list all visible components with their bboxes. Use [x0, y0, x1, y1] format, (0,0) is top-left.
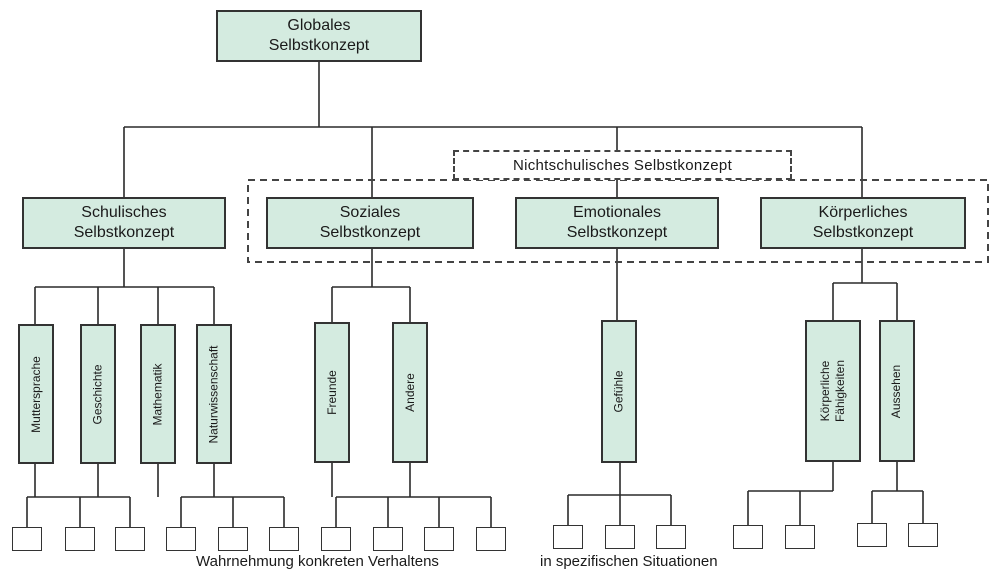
subdomain-mathematik: Mathematik — [140, 324, 176, 464]
behavior-box — [857, 523, 887, 547]
footer-caption-right: in spezifischen Situationen — [540, 553, 718, 570]
subdomain-aussehen: Aussehen — [879, 320, 915, 462]
subdomain-koerperliche-faehigkeiten-line2: Fähigkeiten — [833, 359, 848, 423]
subdomain-gefuehle-label: Gefühle — [611, 370, 626, 413]
behavior-box — [656, 525, 686, 549]
subdomain-andere: Andere — [392, 322, 428, 463]
branch-emotional-line1: Emotionales — [572, 204, 662, 221]
root-line2: Selbstkonzept — [268, 37, 370, 54]
nonacademic-label: Nichtschulisches Selbstkonzept — [453, 150, 792, 180]
subdomain-koerperliche-faehigkeiten: Körperliche Fähigkeiten — [805, 320, 861, 462]
subdomain-koerperliche-faehigkeiten-label: Körperliche Fähigkeiten — [818, 360, 848, 422]
nonacademic-frame — [247, 179, 989, 263]
behavior-box — [166, 527, 196, 551]
branch-sozial-line2: Selbstkonzept — [319, 224, 421, 241]
subdomain-muttersprache: Muttersprache — [18, 324, 54, 464]
subdomain-freunde-label: Freunde — [324, 370, 339, 415]
branch-koerperlich-line2: Selbstkonzept — [812, 224, 914, 241]
behavior-box — [424, 527, 454, 551]
subdomain-muttersprache-label: Muttersprache — [28, 355, 43, 433]
subdomain-mathematik-label: Mathematik — [150, 362, 165, 426]
branch-schulisch-line2: Selbstkonzept — [73, 224, 175, 241]
behavior-box — [553, 525, 583, 549]
footer-caption-left: Wahrnehmung konkreten Verhaltens — [196, 553, 439, 570]
branch-sozial-line1: Soziales — [339, 204, 401, 221]
behavior-box — [373, 527, 403, 551]
behavior-box — [605, 525, 635, 549]
branch-emotional-line2: Selbstkonzept — [566, 224, 668, 241]
behavior-box — [269, 527, 299, 551]
tree-connectors — [26, 60, 924, 527]
root-line1: Globales — [287, 17, 351, 34]
subdomain-gefuehle: Gefühle — [601, 320, 637, 463]
subdomain-koerperliche-faehigkeiten-line1: Körperliche — [818, 360, 833, 422]
subdomain-geschichte-label: Geschichte — [90, 363, 105, 425]
behavior-box — [218, 527, 248, 551]
subdomain-aussehen-label: Aussehen — [889, 364, 904, 418]
branch-koerperlich-line1: Körperliches — [818, 204, 908, 221]
subdomain-geschichte: Geschichte — [80, 324, 116, 464]
behavior-box — [115, 527, 145, 551]
subdomain-freunde: Freunde — [314, 322, 350, 463]
behavior-box — [321, 527, 351, 551]
behavior-box — [733, 525, 763, 549]
behavior-box — [785, 525, 815, 549]
behavior-box — [12, 527, 42, 551]
subdomain-andere-label: Andere — [402, 373, 417, 412]
behavior-box — [65, 527, 95, 551]
behavior-box — [476, 527, 506, 551]
subdomain-naturwissenschaft: Naturwissenschaft — [196, 324, 232, 464]
subdomain-naturwissenschaft-label: Naturwissenschaft — [206, 344, 221, 444]
branch-schulisch-line1: Schulisches — [81, 204, 167, 221]
behavior-box — [908, 523, 938, 547]
